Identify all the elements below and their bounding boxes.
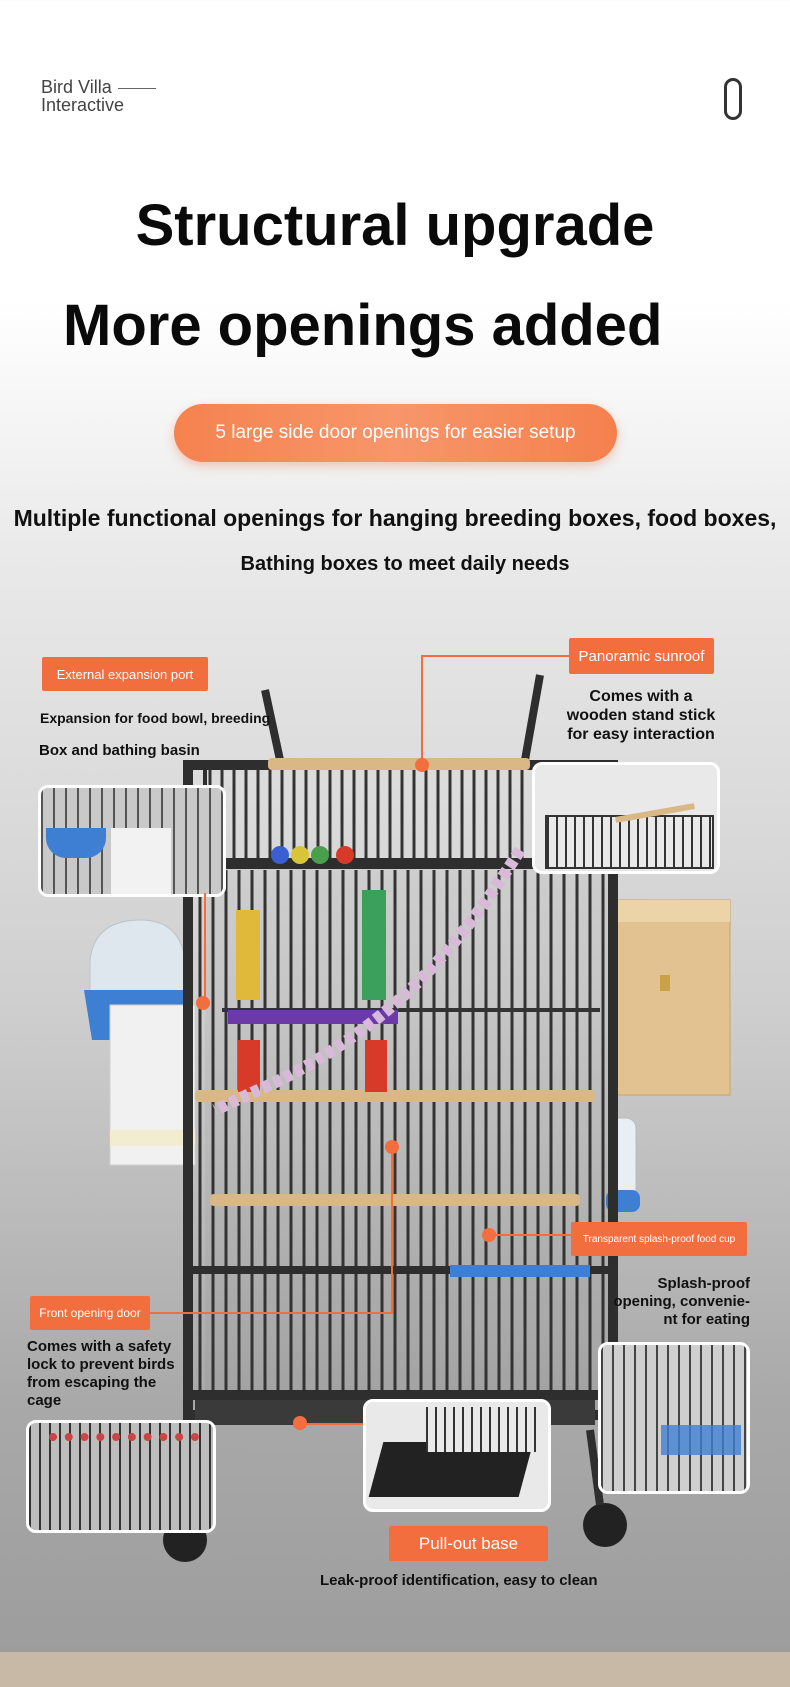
description-line2: Bathing boxes to meet daily needs: [240, 553, 570, 575]
tag-front-opening-door: Front opening door: [30, 1296, 150, 1330]
page-subtitle: More openings added: [63, 293, 663, 358]
photo-expansion-port: [38, 785, 226, 897]
note-front-door: Comes with a safety lock to prevent bird…: [27, 1338, 175, 1409]
photo-food-cup: [598, 1342, 750, 1494]
leader-food-cup: [490, 1234, 572, 1236]
leader-expansion: [204, 893, 206, 1003]
note-sunroof: Comes with a wooden stand stick for easy…: [566, 688, 716, 743]
marker-front-door: [385, 1140, 399, 1154]
feature-pill: 5 large side door openings for easier se…: [174, 404, 617, 462]
tag-pull-out-base: Pull-out base: [389, 1526, 548, 1561]
brand-line1: Bird Villa: [41, 77, 112, 97]
brand-line2: Interactive: [41, 95, 125, 115]
tag-panoramic-sunroof: Panoramic sunroof: [569, 638, 714, 674]
tag-transparent-food-cup: Transparent splash-proof food cup: [571, 1222, 747, 1256]
page-title: Structural upgrade: [135, 193, 655, 258]
brand-logo: Bird Villa Interactive: [41, 78, 156, 114]
marker-food-cup: [482, 1228, 496, 1242]
leader-base: [300, 1423, 363, 1425]
photo-sunroof: [532, 762, 720, 874]
note-base: Leak-proof identification, easy to clean: [320, 1572, 598, 1589]
marker-sunroof: [415, 758, 429, 772]
note-food-cup: Splash-proof opening, convenie- nt for e…: [613, 1275, 750, 1328]
photo-front-door: [26, 1420, 216, 1533]
leader-front-door-h: [150, 1312, 392, 1314]
leader-front-door-v: [391, 1146, 393, 1314]
marker-expansion: [196, 996, 210, 1010]
note-expansion-line1: Expansion for food bowl, breeding: [40, 710, 271, 726]
marker-base: [293, 1416, 307, 1430]
page-indicator-icon: [724, 78, 742, 120]
note-expansion-line2: Box and bathing basin: [39, 742, 200, 759]
footer-strip: [0, 1652, 790, 1687]
leader-sunroof-v: [421, 655, 423, 765]
tag-external-expansion-port: External expansion port: [42, 657, 208, 691]
description-line1: Multiple functional openings for hanging…: [13, 505, 777, 531]
photo-pull-out-base: [363, 1399, 551, 1512]
leader-sunroof-h: [421, 655, 569, 657]
